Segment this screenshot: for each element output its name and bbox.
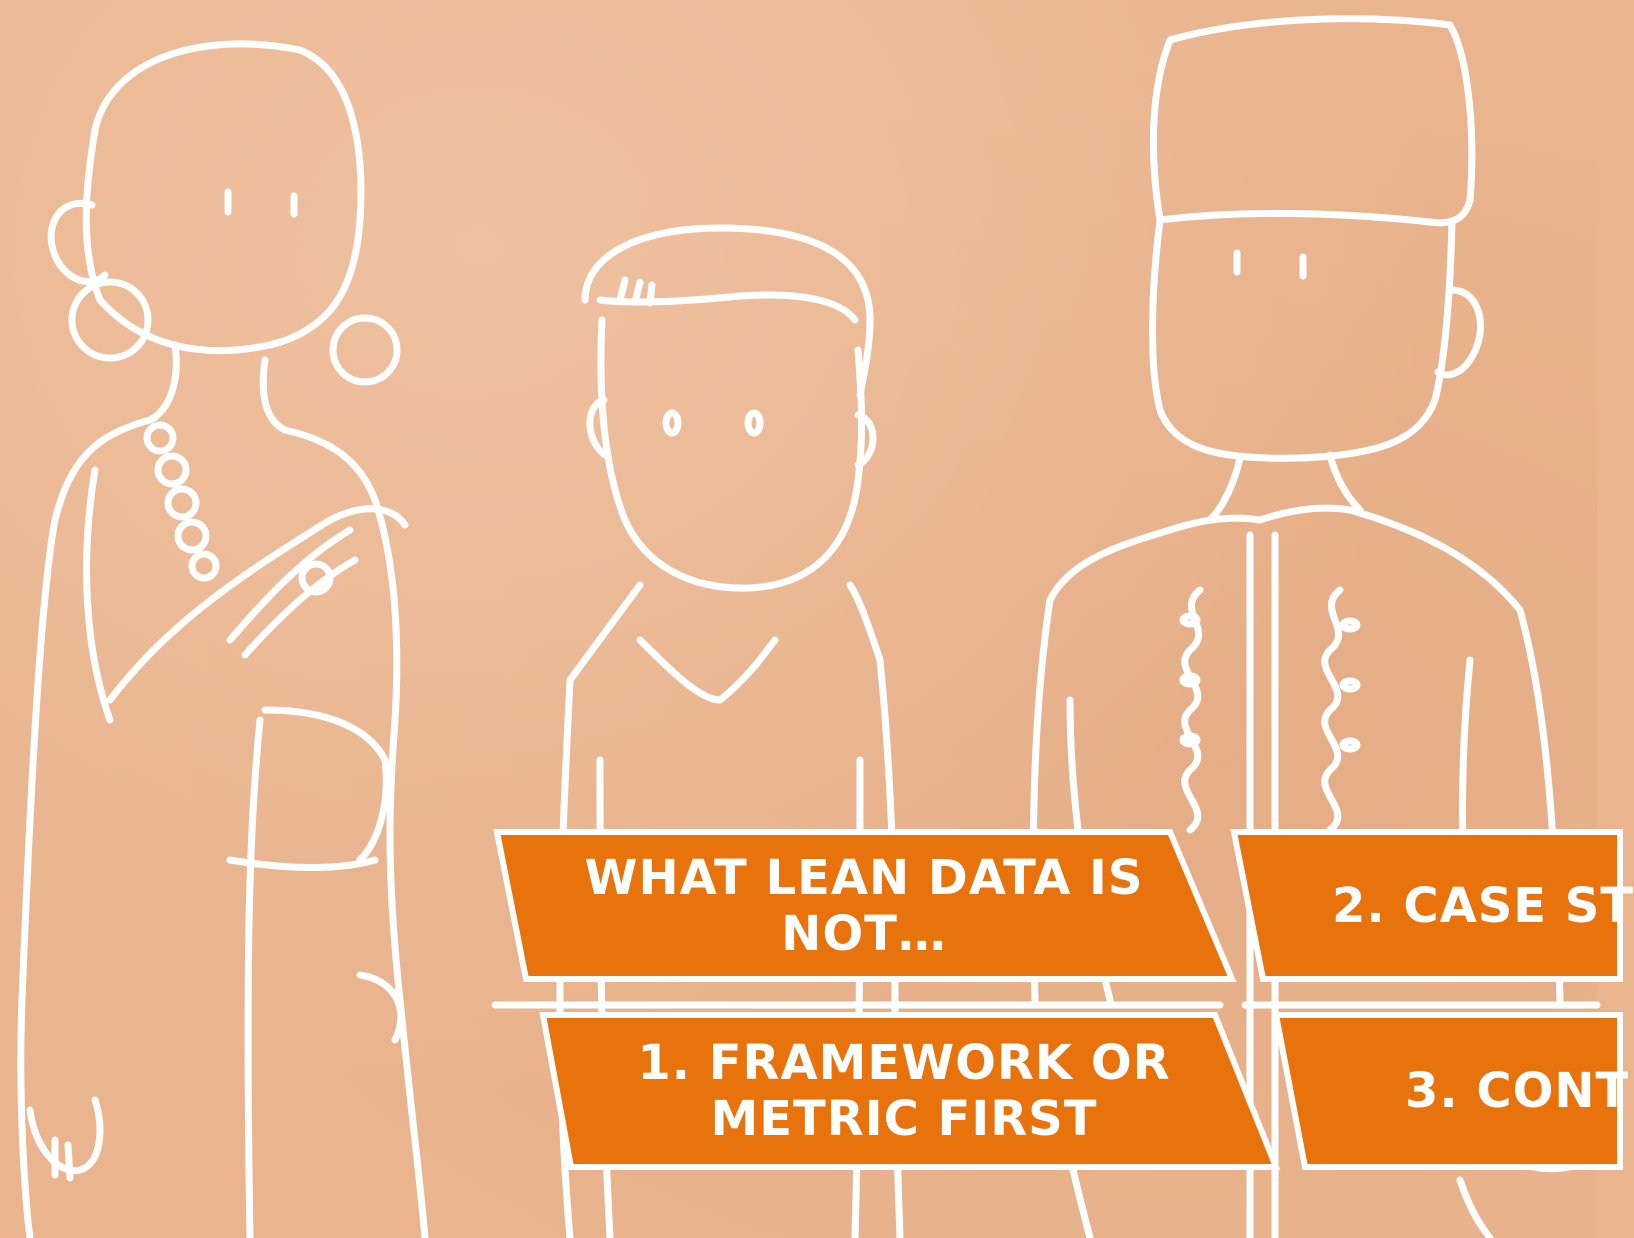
banner-item1-line1: 1. FRAMEWORK OR (637, 1035, 1171, 1091)
banner-item1-line2: METRIC FIRST (710, 1091, 1098, 1147)
banner-item3-shape (1272, 1012, 1623, 1170)
people-illustration (17, 15, 1623, 1238)
woman-figure (17, 40, 429, 1238)
banner-item3: 3. CONT (1405, 1032, 1628, 1150)
banner-item3-line1: 3. CONT (1405, 1063, 1630, 1119)
banner-item2-shape (1230, 829, 1623, 982)
banner-item2-line1: 2. CASE ST (1332, 878, 1634, 934)
banners (493, 829, 1623, 1170)
banner-heading-line2: NOT… (781, 906, 947, 962)
banner-heading: WHAT LEAN DATA IS NOT… (560, 848, 1168, 964)
banner-heading-shape (493, 829, 1237, 982)
banner-item1: 1. FRAMEWORK OR METRIC FIRST (600, 1032, 1208, 1150)
banner-item2: 2. CASE ST (1332, 848, 1633, 964)
banner-heading-line1: WHAT LEAN DATA IS (584, 850, 1144, 906)
banner-item1-shape (539, 1012, 1281, 1170)
